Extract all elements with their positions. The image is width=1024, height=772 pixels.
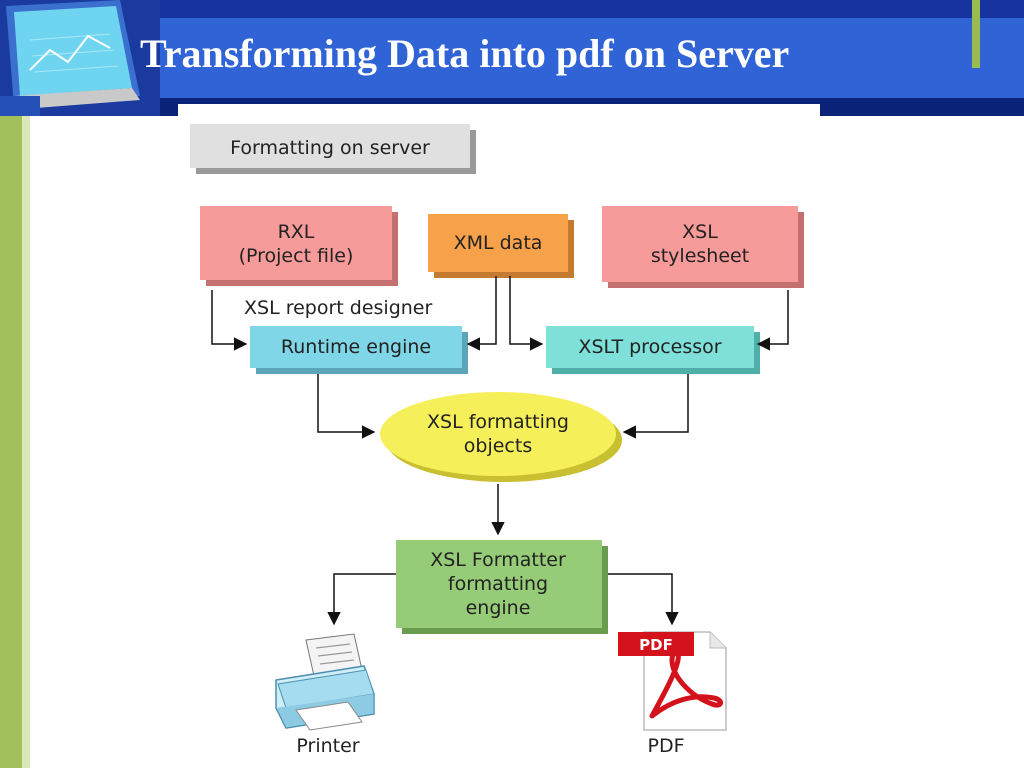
diagram-area: Formatting on server RXL (Project file) … <box>178 104 820 768</box>
flow-connectors <box>211 276 789 626</box>
arrow-xslt-to-objects <box>622 374 689 439</box>
xslt-processor-box: XSLT processor <box>546 326 760 374</box>
svg-text:XSL Formatter: XSL Formatter <box>430 549 566 571</box>
arrow-formatter-to-printer <box>327 573 396 626</box>
arrow-runtime-to-objects <box>317 374 376 439</box>
rxl-project-file-box: RXL (Project file) <box>200 206 398 286</box>
svg-text:formatting: formatting <box>448 573 548 595</box>
xsl-formatter-engine-box: XSL Formatter formatting engine <box>396 540 608 634</box>
svg-text:Formatting on server: Formatting on server <box>230 137 430 159</box>
header-top-band <box>160 0 1024 18</box>
formatting-on-server-label: Formatting on server <box>190 124 476 174</box>
left-accent-band <box>0 116 22 768</box>
svg-text:objects: objects <box>464 435 532 457</box>
arrow-formatter-to-pdf <box>608 573 679 626</box>
svg-text:PDF: PDF <box>639 636 673 654</box>
xsl-stylesheet-box: XSL stylesheet <box>602 206 804 288</box>
pdf-label: PDF <box>647 735 684 757</box>
xsl-formatting-objects-ellipse: XSL formatting objects <box>380 392 622 482</box>
slide-title: Transforming Data into pdf on Server <box>140 31 790 76</box>
svg-text:XSL: XSL <box>682 221 718 243</box>
svg-text:engine: engine <box>466 597 531 619</box>
svg-text:XSLT processor: XSLT processor <box>578 336 721 358</box>
svg-text:RXL: RXL <box>278 221 315 243</box>
xml-data-box: XML data <box>428 214 574 278</box>
arrow-xml-to-runtime <box>466 276 497 351</box>
arrow-rxl-to-runtime <box>211 290 248 351</box>
printer-label: Printer <box>296 735 359 757</box>
svg-text:XSL formatting: XSL formatting <box>427 411 569 433</box>
header-main-band <box>160 18 1024 98</box>
flow-diagram: Formatting on server RXL (Project file) … <box>190 124 804 757</box>
svg-text:Runtime engine: Runtime engine <box>281 336 431 358</box>
right-accent-tick <box>972 0 980 68</box>
monitor-icon <box>0 0 160 116</box>
pdf-file-icon: PDF <box>618 631 727 731</box>
xsl-report-designer-label: XSL report designer <box>244 297 432 319</box>
svg-text:stylesheet: stylesheet <box>651 245 749 267</box>
arrow-stylesheet-to-xslt <box>756 290 789 351</box>
svg-text:XML data: XML data <box>454 232 543 254</box>
arrow-xml-to-xslt <box>509 276 544 351</box>
svg-text:(Project file): (Project file) <box>239 245 354 267</box>
printer-icon <box>275 633 375 731</box>
runtime-engine-box: Runtime engine <box>250 326 468 374</box>
left-accent-band-light <box>22 116 30 768</box>
